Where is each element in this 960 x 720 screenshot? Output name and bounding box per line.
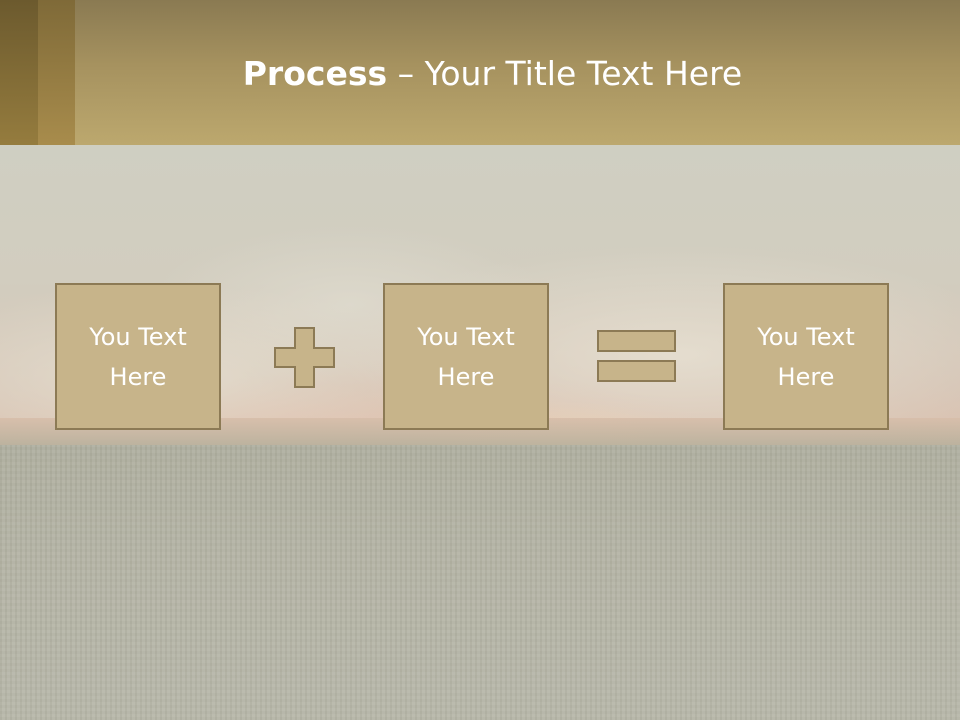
title-band — [0, 0, 960, 145]
process-box-2-label: You Text Here — [417, 322, 515, 391]
title-bold-text: Process — [242, 54, 388, 93]
process-box-3[interactable]: You Text Here — [723, 283, 889, 430]
process-box-1[interactable]: You Text Here — [55, 283, 221, 430]
grass-field-background — [0, 445, 960, 720]
plus-icon — [274, 327, 335, 388]
process-box-3-label: You Text Here — [757, 322, 855, 391]
slide-title[interactable]: Process – Your Title Text Here — [0, 52, 960, 96]
title-accent-bar-dark — [0, 0, 38, 145]
title-accent-bar-mid — [38, 0, 75, 145]
process-box-2[interactable]: You Text Here — [383, 283, 549, 430]
title-rest-text: – Your Title Text Here — [387, 54, 743, 93]
equals-icon — [597, 330, 676, 382]
process-box-1-label: You Text Here — [89, 322, 187, 391]
